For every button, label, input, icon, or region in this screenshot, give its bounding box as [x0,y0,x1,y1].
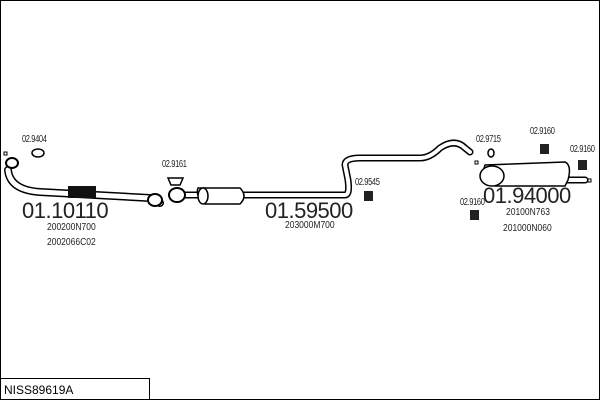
accessory-number: 02.9160 [530,126,555,137]
hanger-icon [470,210,479,220]
accessory-number: 02.9160 [460,197,485,208]
hanger-icon [578,160,587,170]
accessory-number: 02.9404 [22,134,47,145]
middle-pipe [181,139,474,199]
ring-icon [487,148,495,158]
middle-silencer [196,187,245,205]
hanger-icon [540,144,549,154]
gasket-icon [31,148,45,158]
accessory-number: 02.9715 [476,134,501,145]
part-ref: 20100N763 [506,207,550,218]
part-number: 01.59500 [265,198,353,223]
part-number: 01.94000 [483,183,571,208]
part-ref: 200200N700 [47,222,96,233]
hanger-icon [364,191,373,201]
title-box: NISS89619A [0,378,150,399]
catalyst [68,186,96,198]
accessory-number: 02.9160 [570,144,595,155]
diagram-title: NISS89619A [4,383,74,397]
part-ref: 2002066C02 [47,237,96,248]
gasket-icon [166,177,185,186]
accessory-number: 02.9545 [355,177,380,188]
part-ref: 201000N060 [503,223,552,234]
accessory-number: 02.9161 [162,159,187,170]
part-number: 01.10110 [22,198,109,223]
part-ref: 203000M700 [285,220,335,231]
